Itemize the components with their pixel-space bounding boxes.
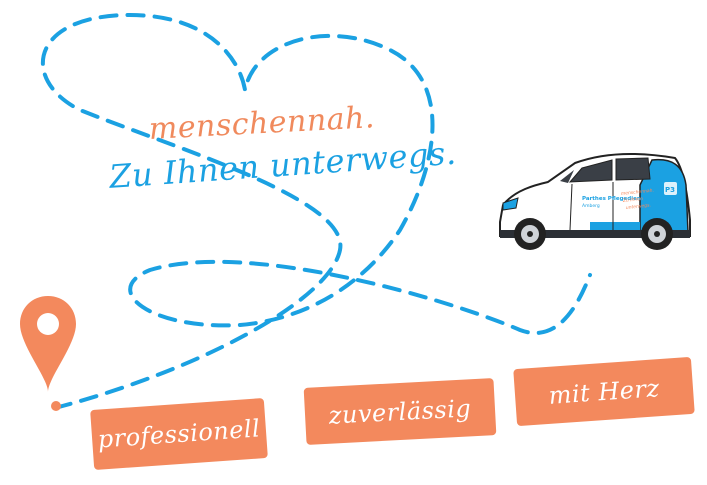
tag-label: zuverlässig	[328, 393, 472, 430]
tag-label: mit Herz	[547, 373, 661, 410]
car-door-text-2: Amberg	[582, 203, 600, 209]
car-door-text-1: Parthes Pflegedienst	[582, 196, 647, 202]
tag-professionell: professionell	[90, 398, 268, 470]
car-rear-text-1: menschennah.	[621, 188, 655, 197]
location-pin-icon	[20, 296, 76, 411]
car-illustration: Parthes Pflegedienst Amberg menschennah.…	[499, 153, 691, 250]
car-rear-text-2: Zu Ihnen	[622, 196, 644, 204]
car-rear-text-3: unterwegs.	[626, 202, 652, 211]
car-logo: P3	[665, 186, 675, 194]
tag-label: professionell	[96, 414, 262, 454]
tag-zuverlaessig: zuverlässig	[303, 378, 497, 445]
heart-route-path	[41, 12, 592, 410]
